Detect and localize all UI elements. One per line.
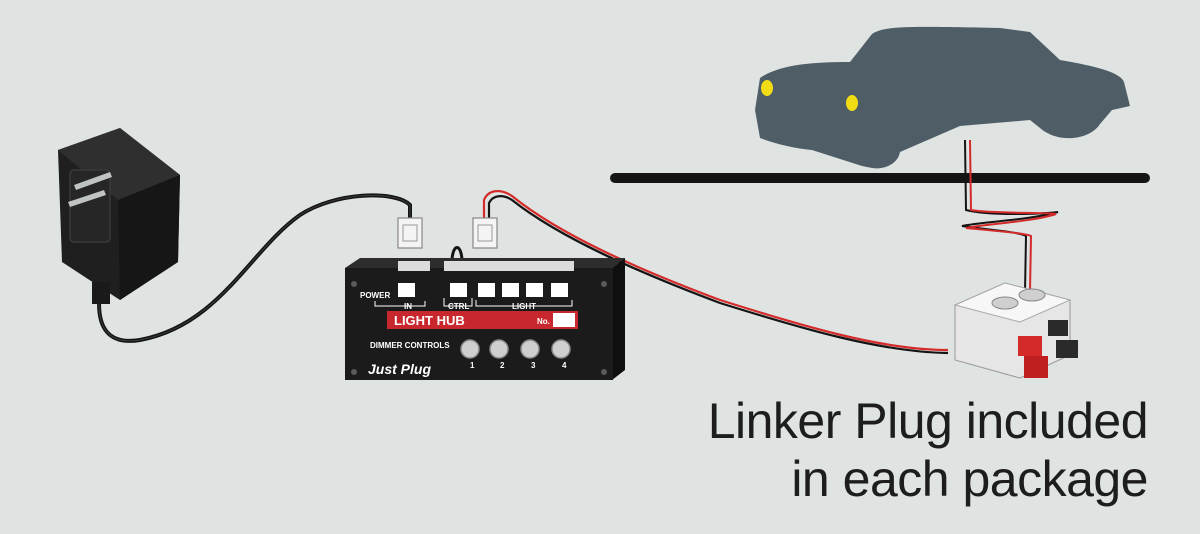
dimmer-knob-1[interactable] <box>460 339 480 359</box>
linker-plug <box>953 282 1078 379</box>
connector-light-plug <box>472 217 498 249</box>
light-cable <box>482 190 949 355</box>
dimmer-knob-label-2: 2 <box>500 361 505 370</box>
dimmer-knob-label-1: 1 <box>470 361 475 370</box>
linker-port-black-bottom <box>1056 340 1078 358</box>
light-hub: POWER IN CTRL LIGHT LIGHT HUB No. DIMMER… <box>345 258 625 380</box>
ctrl-port[interactable] <box>450 283 467 297</box>
power-cable-highlight <box>98 194 411 342</box>
hub-number-label: No. <box>537 317 550 326</box>
connector-power-plug <box>397 217 423 249</box>
dimmer-knob-label-4: 4 <box>562 361 567 370</box>
hub-brand-logo: Just Plug <box>368 361 431 377</box>
linker-socket-left <box>991 296 1019 310</box>
hub-light-label: LIGHT <box>512 302 536 311</box>
adapter-prong-bottom <box>68 190 106 207</box>
ac-adapter <box>58 128 180 304</box>
hub-ctrl-label: CTRL <box>448 302 469 311</box>
power-port[interactable] <box>398 283 415 297</box>
headlight-right <box>846 95 858 111</box>
dimmer-knob-label-3: 3 <box>531 361 536 370</box>
linker-port-black-top <box>1048 320 1068 336</box>
caption-line-2: in each package <box>791 451 1148 507</box>
linker-port-red-top <box>1018 336 1042 356</box>
headlight-left <box>761 80 773 96</box>
linker-socket-right <box>1018 288 1046 302</box>
dimmer-knobs: 1 2 3 4 <box>460 339 571 370</box>
dimmer-knob-3[interactable] <box>520 339 540 359</box>
hub-name-band <box>387 311 578 329</box>
hub-power-label: POWER <box>360 291 390 300</box>
light-port-1[interactable] <box>478 283 495 297</box>
caption-line-1: Linker Plug included <box>707 393 1149 449</box>
layout-baseline <box>610 173 1150 183</box>
adapter-prong-top <box>74 172 112 190</box>
light-port-4[interactable] <box>551 283 568 297</box>
light-port-2[interactable] <box>502 283 519 297</box>
hub-dimmer-label: DIMMER CONTROLS <box>370 341 450 350</box>
hub-in-label: IN <box>404 302 412 311</box>
hub-name-label: LIGHT HUB <box>394 313 465 328</box>
dimmer-knob-4[interactable] <box>551 339 571 359</box>
linker-port-red-bottom <box>1024 356 1048 378</box>
dimmer-knob-2[interactable] <box>489 339 509 359</box>
light-port-3[interactable] <box>526 283 543 297</box>
car-wires <box>961 139 1059 293</box>
car-silhouette <box>755 26 1130 169</box>
caption: Linker Plug included in each package <box>707 392 1149 508</box>
hub-number-box <box>553 313 575 327</box>
